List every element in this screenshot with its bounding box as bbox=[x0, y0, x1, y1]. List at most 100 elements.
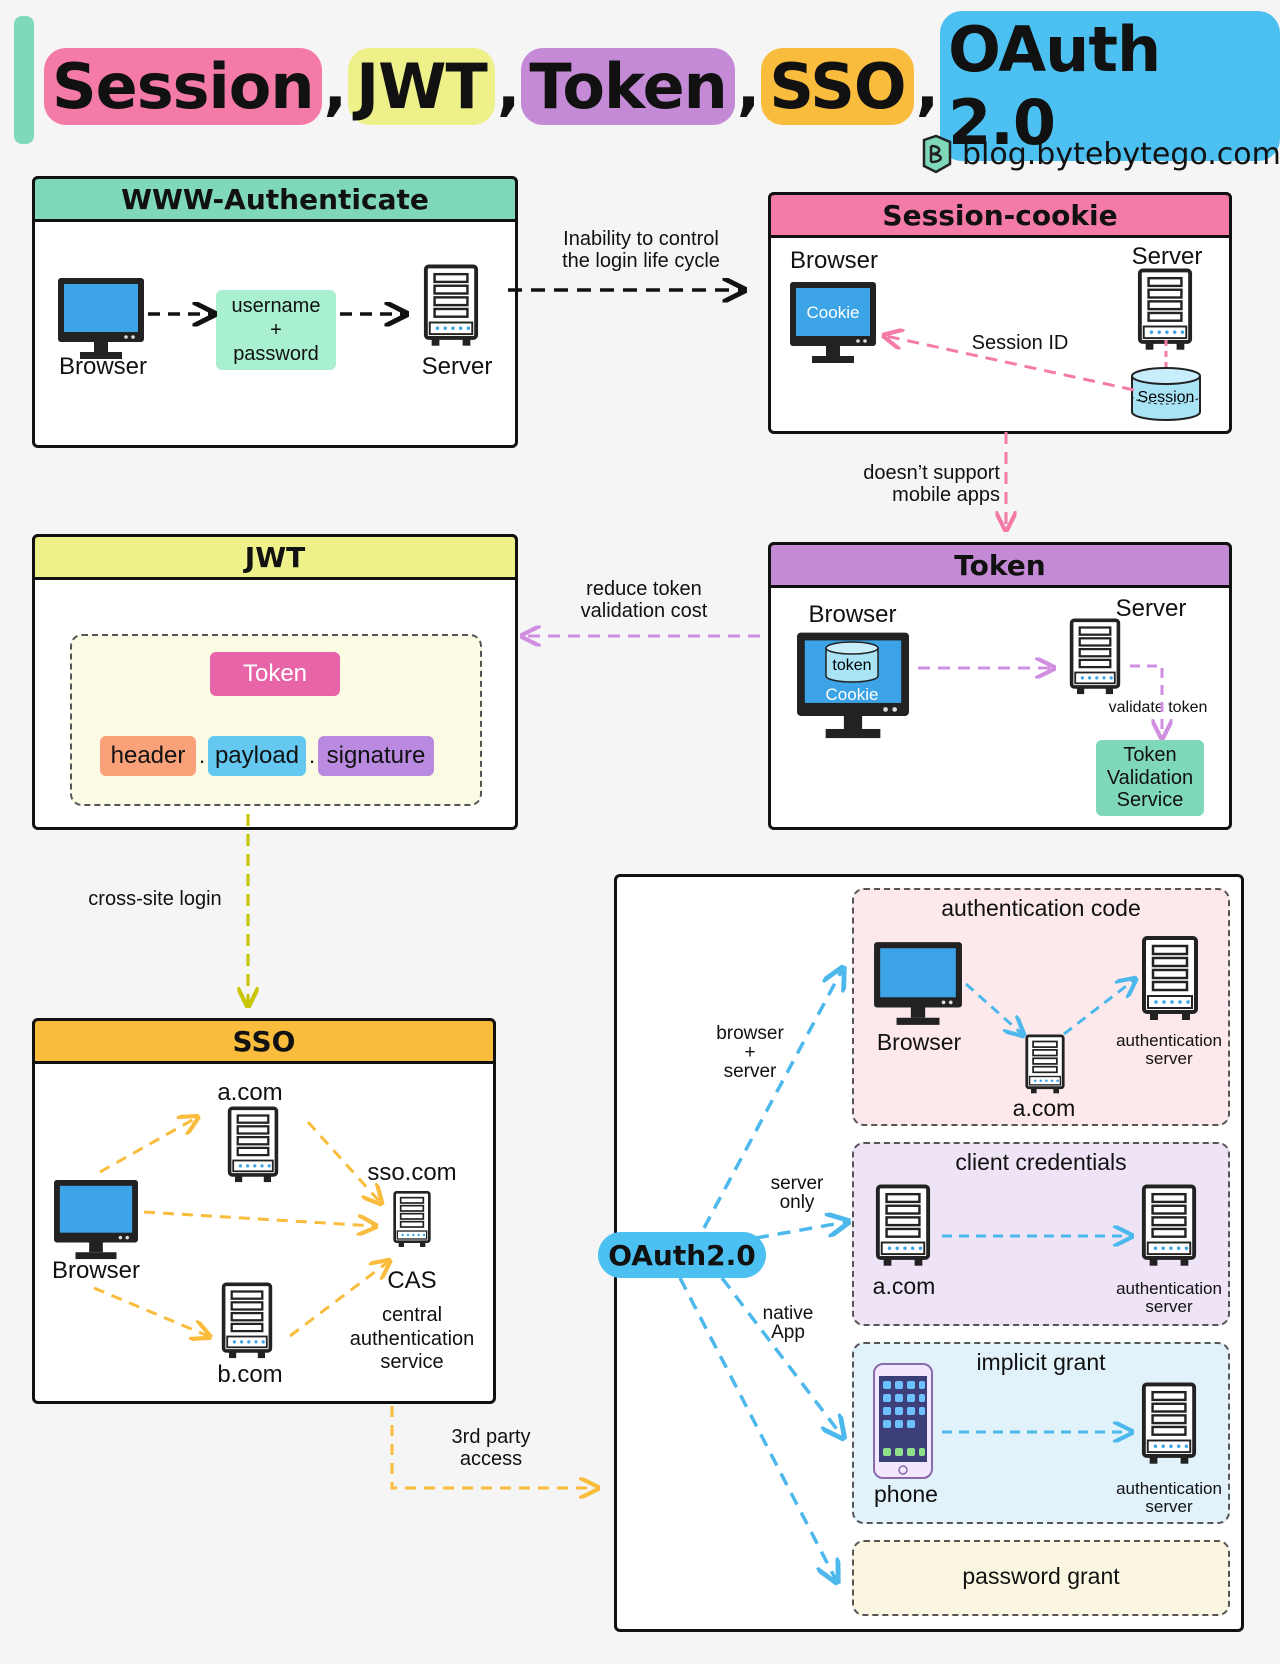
tvs-line1: Token bbox=[1123, 744, 1177, 767]
session-id-label: Session ID bbox=[971, 332, 1069, 354]
credentials-pill: username + password bbox=[216, 290, 336, 370]
www-server-label: Server bbox=[421, 353, 493, 380]
sso-header: SSO bbox=[32, 1018, 496, 1064]
title-part-1: JWT bbox=[348, 47, 495, 125]
implicit-phone-label: phone bbox=[874, 1481, 938, 1507]
oauth-branch-implicit bbox=[720, 1276, 842, 1436]
title-separator: , bbox=[496, 49, 521, 123]
password-grant-frame bbox=[852, 1540, 1230, 1616]
www-browser-monitor-icon bbox=[58, 278, 144, 359]
page-title: Session,JWT,Token,SSO,OAuth 2.0 bbox=[44, 11, 1280, 161]
cas-description: central authentication service bbox=[338, 1304, 486, 1375]
edge-reduce-line2: validation cost bbox=[580, 600, 708, 622]
edge-label-cross-site: cross-site login bbox=[88, 888, 222, 910]
auth-code-browser-to-a-arrow bbox=[965, 982, 1022, 1034]
branch-bs-line2: + bbox=[744, 1042, 756, 1063]
www-authenticate-header: WWW-Authenticate bbox=[32, 176, 518, 222]
session-server-icon bbox=[1137, 268, 1193, 352]
title-accent-bar bbox=[14, 16, 34, 144]
cc-auth-line2: server bbox=[1145, 1296, 1193, 1316]
token-store-icon bbox=[825, 641, 879, 683]
oauth-center-pill: OAuth2.0 bbox=[598, 1232, 766, 1278]
auth-code-browser-label: Browser bbox=[876, 1029, 962, 1055]
cas-label: CAS bbox=[387, 1267, 437, 1294]
implicit-auth-server-icon bbox=[1141, 1382, 1197, 1466]
session-id-arrow bbox=[886, 336, 1135, 392]
cas-desc-line1: central bbox=[381, 1304, 443, 1326]
edge-3rd-line2: access bbox=[459, 1448, 523, 1470]
branch-server-only-label: server only bbox=[752, 1174, 842, 1212]
token-store-label: token bbox=[832, 657, 871, 674]
brand-text: blog.bytebytego.com bbox=[962, 136, 1280, 172]
auth-code-browser-icon bbox=[874, 942, 962, 1025]
title-part-2: Token bbox=[521, 47, 735, 125]
oauth-branch-client-credentials bbox=[755, 1222, 846, 1240]
token-browser-label: Browser bbox=[808, 601, 897, 628]
jwt-token-pill: Token bbox=[210, 652, 340, 696]
branch-native-label: native App bbox=[744, 1304, 832, 1342]
sso-b-to-cas-arrow bbox=[289, 1262, 388, 1338]
branch-bs-line1: browser bbox=[716, 1023, 784, 1044]
branch-na-line1: native bbox=[762, 1303, 814, 1324]
sso-a-com-server-icon bbox=[227, 1106, 279, 1184]
token-validation-service: Token Validation Service bbox=[1096, 740, 1204, 816]
sso-a-com-label: a.com bbox=[217, 1079, 283, 1106]
jwt-dot-2: . bbox=[308, 743, 316, 768]
title-separator: , bbox=[323, 49, 348, 123]
session-store-icon bbox=[1131, 367, 1201, 421]
sso-browser-to-sso-arrow bbox=[143, 1210, 374, 1226]
token-cookie-label: Cookie bbox=[826, 685, 879, 704]
auth-code-a-to-auth-arrow bbox=[1063, 980, 1134, 1036]
auth-code-a-com-label: a.com bbox=[1012, 1095, 1076, 1121]
sso-a-to-cas-arrow bbox=[306, 1120, 380, 1202]
tvs-line3: Service bbox=[1116, 789, 1184, 812]
title-separator: , bbox=[915, 49, 940, 123]
edge-label-reduce: reduce token validation cost bbox=[562, 578, 726, 622]
client-credentials-a-com-server-icon bbox=[875, 1184, 931, 1268]
session-store-label: Session bbox=[1138, 389, 1195, 406]
edge-inability-line1: Inability to control bbox=[563, 228, 719, 250]
auth-code-auth-line1: authentication bbox=[1116, 1031, 1222, 1050]
edge-inability-line2: the login life cycle bbox=[562, 250, 720, 272]
imp-auth-line1: authentication bbox=[1116, 1479, 1222, 1498]
auth-code-auth-server-label: authentication server bbox=[1110, 1032, 1228, 1068]
sso-browser-monitor-icon bbox=[54, 1179, 138, 1260]
jwt-header: JWT bbox=[32, 534, 518, 580]
client-credentials-auth-server-label: authentication server bbox=[1110, 1280, 1228, 1316]
client-credentials-auth-server-icon bbox=[1141, 1184, 1197, 1268]
title-part-4: OAuth 2.0 bbox=[940, 11, 1280, 161]
token-header: Token bbox=[768, 542, 1232, 588]
edge-3rd-line1: 3rd party bbox=[451, 1426, 531, 1448]
auth-code-a-com-server-icon bbox=[1025, 1034, 1065, 1095]
oauth-branch-password bbox=[678, 1277, 836, 1580]
branch-so-line1: server bbox=[770, 1173, 824, 1194]
brand: blog.bytebytego.com bbox=[920, 134, 1280, 174]
credential-username: username bbox=[231, 295, 321, 317]
edge-label-mobile: doesn’t support mobile apps bbox=[830, 462, 1000, 506]
sso-com-label: sso.com bbox=[367, 1159, 457, 1186]
credential-password: password bbox=[233, 343, 319, 365]
branch-so-line2: only bbox=[779, 1192, 815, 1213]
token-server-icon bbox=[1069, 618, 1121, 696]
client-credentials-title: client credentials bbox=[955, 1149, 1127, 1175]
validate-token-arrow bbox=[1130, 664, 1162, 736]
title-part-3: SSO bbox=[761, 47, 914, 125]
sso-to-oauth-arrow bbox=[390, 1406, 596, 1488]
branch-bs-line3: server bbox=[723, 1061, 777, 1082]
jwt-payload-part: payload bbox=[208, 736, 306, 776]
session-cookie-label: Cookie bbox=[807, 303, 860, 322]
auth-code-auth-line2: server bbox=[1145, 1048, 1193, 1068]
implicit-auth-server-label: authentication server bbox=[1110, 1480, 1228, 1516]
session-browser-monitor-icon bbox=[790, 282, 876, 363]
sso-browser-label: Browser bbox=[51, 1257, 141, 1284]
title-part-0: Session bbox=[44, 47, 322, 125]
branch-na-line2: App bbox=[771, 1322, 805, 1343]
sso-com-server-icon bbox=[393, 1190, 431, 1249]
edge-label-3rd-party: 3rd party access bbox=[436, 1426, 546, 1470]
sso-b-com-label: b.com bbox=[217, 1361, 283, 1388]
tvs-line2: Validation bbox=[1106, 766, 1194, 789]
edge-mobile-line1: doesn’t support bbox=[863, 462, 1000, 484]
bytebytego-logo-icon bbox=[922, 134, 952, 174]
branch-browser-server-label: browser + server bbox=[700, 1024, 800, 1081]
